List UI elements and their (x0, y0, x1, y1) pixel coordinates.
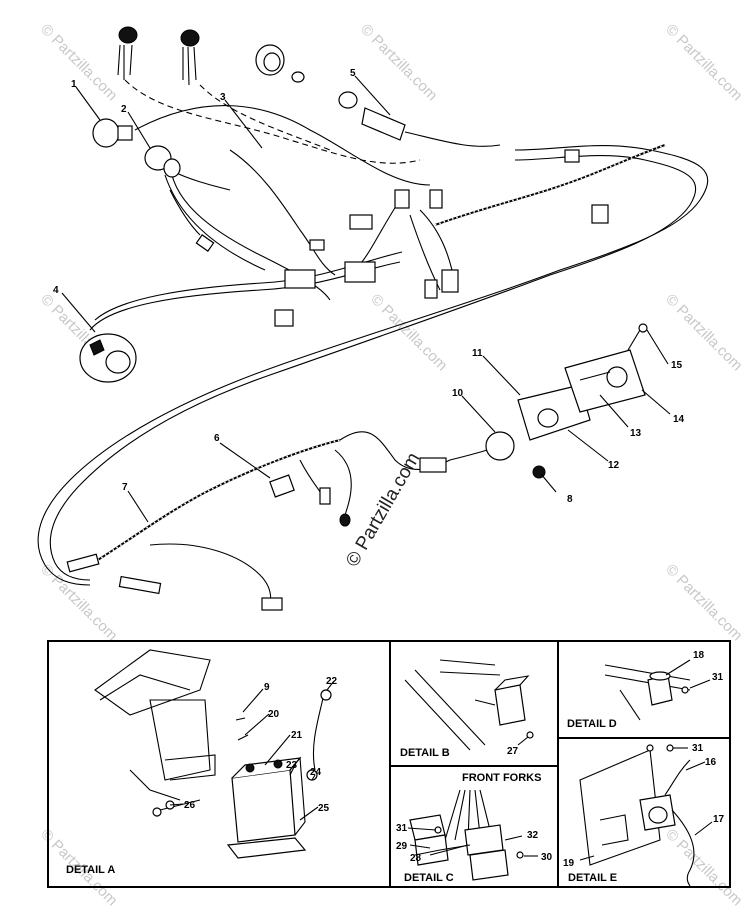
callout-6: 6 (214, 433, 220, 444)
callout-8: 8 (567, 494, 573, 505)
callout-31d: 31 (712, 672, 724, 683)
callout-10: 10 (452, 388, 464, 399)
callout-16: 16 (705, 757, 717, 768)
callout-29: 29 (396, 841, 408, 852)
callout-23: 23 (286, 760, 298, 771)
detail-b: 27 DETAIL B (400, 659, 534, 759)
key-left (117, 26, 138, 80)
detail-e: 31 16 17 19 DETAIL E (563, 743, 725, 887)
callout-30: 30 (541, 852, 553, 863)
callout-24: 24 (310, 767, 322, 778)
detail-a: 9 20 21 22 23 24 25 26 DETAIL A (66, 649, 338, 876)
callout-28: 28 (410, 853, 422, 864)
callout-4: 4 (53, 285, 59, 296)
detail-panels (47, 640, 731, 888)
detail-b-label: DETAIL B (400, 747, 450, 759)
callout-26: 26 (184, 800, 196, 811)
callout-31c: 31 (396, 823, 408, 834)
center-watermark: © Partzilla.com (342, 449, 424, 570)
callout-19: 19 (563, 858, 575, 869)
watermark-text: © Partzilla.com (662, 21, 743, 104)
callout-15: 15 (671, 360, 683, 371)
callout-21: 21 (291, 730, 303, 741)
callout-22: 22 (326, 676, 338, 687)
watermark-text: © Partzilla.com (662, 561, 743, 644)
callout-18: 18 (693, 650, 705, 661)
callout-20: 20 (268, 709, 280, 720)
detail-c: FRONT FORKS 31 29 28 32 30 DETAIL C (396, 772, 553, 884)
detail-c-heading: FRONT FORKS (462, 772, 541, 784)
watermark-text: © Partzilla.com (37, 561, 120, 644)
detail-a-label: DETAIL A (66, 864, 115, 876)
callout-7: 7 (122, 482, 128, 493)
detail-c-label: DETAIL C (404, 872, 454, 884)
detail-e-label: DETAIL E (568, 872, 617, 884)
callout-5: 5 (350, 68, 356, 79)
lower-harness (66, 323, 648, 611)
callout-25: 25 (318, 803, 330, 814)
key-right (180, 29, 200, 86)
callout-11: 11 (472, 348, 483, 359)
watermark-text: © Partzilla.com (367, 291, 450, 374)
callout-12: 12 (608, 460, 620, 471)
upper-harness (37, 26, 709, 586)
callout-2: 2 (121, 104, 127, 115)
callout-32: 32 (527, 830, 539, 841)
callout-9: 9 (264, 682, 270, 693)
callout-1: 1 (71, 79, 77, 90)
callout-31e: 31 (692, 743, 704, 754)
callout-numbers: 1 2 3 4 5 6 7 8 10 11 12 13 14 15 (53, 68, 685, 505)
callout-27: 27 (507, 746, 519, 757)
detail-d: 18 31 DETAIL D (567, 650, 724, 730)
callout-3: 3 (220, 92, 226, 103)
callout-14: 14 (673, 414, 685, 425)
callout-17: 17 (713, 814, 725, 825)
callout-13: 13 (630, 428, 642, 439)
leader-lines (61, 75, 671, 523)
detail-d-label: DETAIL D (567, 718, 617, 730)
